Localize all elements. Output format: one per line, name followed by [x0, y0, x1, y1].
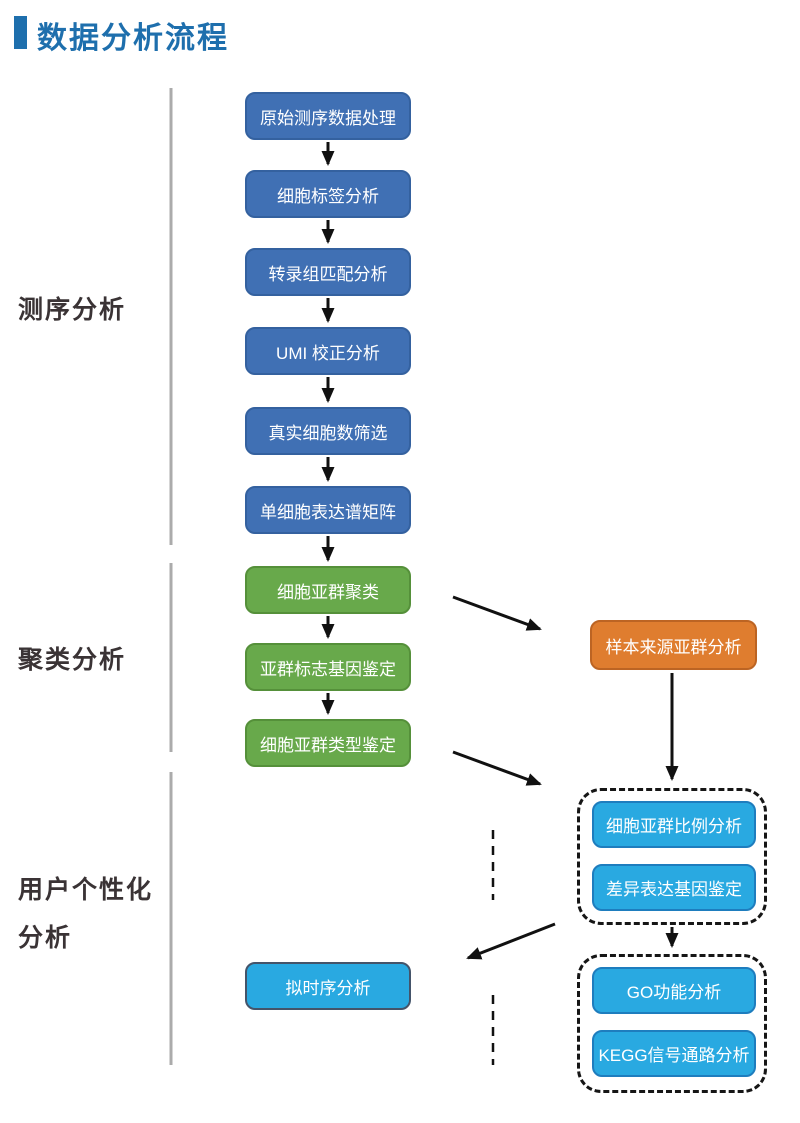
step-true-cell-filtering: 真实细胞数筛选: [245, 407, 411, 455]
step-subpopulation-clustering: 细胞亚群聚类: [245, 566, 411, 614]
diagonal-arrows: [452, 595, 556, 960]
step-marker-gene-identification: 亚群标志基因鉴定: [245, 643, 411, 691]
step-differential-expression: 差异表达基因鉴定: [592, 864, 756, 911]
section-label-sequencing: 测序分析: [18, 296, 127, 324]
group-proportion-de: 细胞亚群比例分析 差异表达基因鉴定: [577, 788, 767, 925]
step-umi-correction: UMI 校正分析: [245, 327, 411, 375]
section-label-personalized: 用户个性化 分析: [18, 866, 153, 962]
arrow-cluster1-sample-origin: [452, 595, 542, 631]
group-enrichment: GO功能分析 KEGG信号通路分析: [577, 954, 767, 1093]
step-expression-matrix: 单细胞表达谱矩阵: [245, 486, 411, 534]
step-kegg-analysis: KEGG信号通路分析: [592, 1030, 756, 1077]
section-label-personalized-line1: 用户个性化: [18, 876, 154, 904]
section-label-clustering: 聚类分析: [18, 646, 127, 674]
step-sample-origin-analysis: 样本来源亚群分析: [590, 620, 757, 670]
arrow-cluster3-group1: [452, 750, 542, 786]
step-subpopulation-proportion: 细胞亚群比例分析: [592, 801, 756, 848]
step-subpopulation-type-identification: 细胞亚群类型鉴定: [245, 719, 411, 767]
step-pseudotime-analysis: 拟时序分析: [245, 962, 411, 1010]
title-accent-bar: [14, 16, 27, 49]
step-raw-data-processing: 原始测序数据处理: [245, 92, 411, 140]
arrow-group1-pseudotime: [466, 922, 556, 960]
page-title: 数据分析流程: [37, 22, 229, 55]
step-go-analysis: GO功能分析: [592, 967, 756, 1014]
step-transcriptome-mapping: 转录组匹配分析: [245, 248, 411, 296]
section-label-personalized-line2: 分析: [18, 924, 73, 952]
step-cell-barcode-analysis: 细胞标签分析: [245, 170, 411, 218]
